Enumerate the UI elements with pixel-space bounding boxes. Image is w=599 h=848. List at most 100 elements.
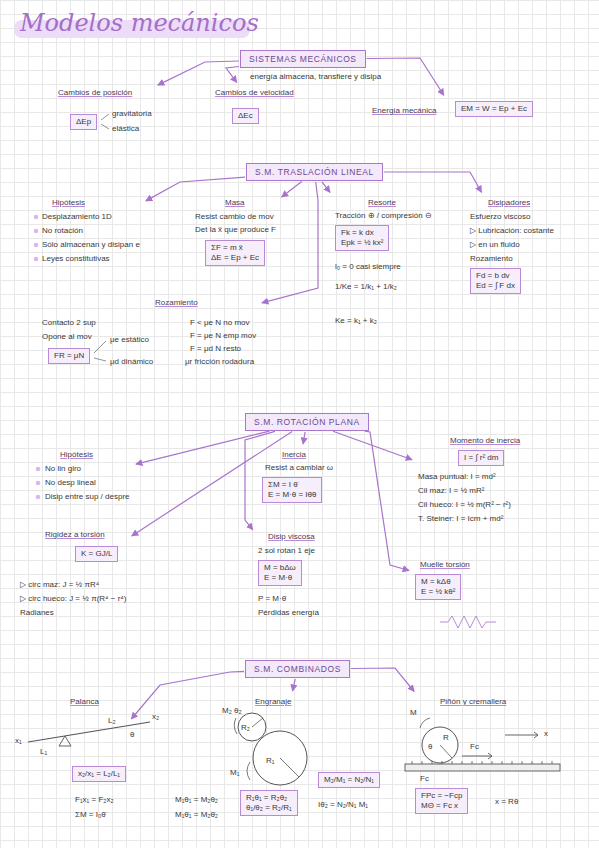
topic-group: Energía mecánica EM = W = Ep + Ec bbox=[368, 97, 537, 121]
figure-label: x₁ bbox=[15, 736, 22, 746]
figure-label: energía almacena, transfiere y disipa bbox=[250, 72, 381, 82]
connector-arrow bbox=[131, 671, 244, 719]
formula-box: Fk = k dxEpk = ½ kx² bbox=[335, 225, 389, 251]
formula-text: θ₁/θ₂ = R₂/R₁ bbox=[246, 803, 292, 813]
formula-text: ΔEc bbox=[238, 111, 253, 121]
item-text: 2 sol rotan 1 eje bbox=[258, 546, 315, 556]
branch-line bbox=[101, 114, 109, 129]
item-text: Tracción ⊕ / compresión ⊖ bbox=[335, 211, 432, 221]
spring-symbol bbox=[440, 616, 496, 628]
formula-text: E = ½ kθ² bbox=[421, 587, 455, 597]
formula-text: I = ∫ r² dm bbox=[464, 453, 498, 463]
heading-text: Masa bbox=[225, 198, 245, 208]
topic-group: HipótesisDesplazamiento 1D No rotaciónSól… bbox=[38, 194, 144, 268]
item-text: Pérdidas energía bbox=[258, 608, 319, 618]
formula-text: E = M·θ bbox=[264, 573, 296, 583]
topic-group: HipótesisNo lin giroNo desp linealDisip … bbox=[41, 446, 134, 506]
connector-arrow bbox=[322, 182, 330, 193]
item-text: Resist cambio de mov bbox=[195, 212, 274, 222]
item-text: Cil hueco: I = ½ m(R² − r²) bbox=[418, 500, 511, 510]
topic-group: MasaResist cambio de movDet la ẍ que pro… bbox=[191, 194, 280, 270]
section-title: S.M. TRASLACIÓN LINEAL bbox=[255, 167, 374, 177]
topic-group: Cambios de posicióngravitatoriaelásticaΔ… bbox=[54, 84, 156, 138]
formula-box: M = kΔθE = ½ kθ² bbox=[415, 574, 461, 600]
formula-text: ΣF = m ẍ bbox=[211, 243, 259, 253]
formula-text: Ed = ∫ F dx bbox=[476, 281, 515, 291]
heading-text: Piñón y cremallera bbox=[440, 697, 506, 707]
heading-text: Cambios de posición bbox=[58, 88, 132, 98]
topic-group: EngranajeM₁θ₁ = M₂θ₂ M₁θ̇₁ = M₂θ̇₂ Iθ̈₂ = … bbox=[171, 693, 384, 824]
topic-group: PalancaF₁x₁ = F₂x₂ΣM = I₀θ̈x₂/x₁ = L₂/L₁ bbox=[66, 693, 130, 824]
item-text: Disip entre sup / despre bbox=[45, 492, 130, 502]
figure-label: M₂ bbox=[222, 706, 232, 716]
item-text: Iθ̈₂ = N₂/N₁ M₁ bbox=[318, 800, 368, 810]
heading-text: Engranaje bbox=[255, 697, 291, 707]
formula-text: ΔE = Ep + Ec bbox=[211, 253, 259, 263]
formula-text: E = M·θ = Iθ̈θ bbox=[268, 490, 316, 500]
topic-group: Cambios de velocidadΔEc bbox=[211, 84, 298, 128]
item-text: Radianes bbox=[20, 608, 54, 618]
item-text: Contacto 2 sup bbox=[42, 318, 96, 328]
item-text: F = μe N emp mov bbox=[190, 331, 256, 341]
item-text: M₁θ̇₁ = M₂θ̇₂ bbox=[175, 810, 218, 820]
figure-label: θ₂ bbox=[234, 706, 242, 716]
formula-box: ΣM = I θ̈E = M·θ = Iθ̈θ bbox=[262, 477, 322, 503]
item-text: Sólo almacenan y disipan e bbox=[42, 240, 140, 250]
bullet-dot bbox=[34, 243, 39, 248]
heading-text: Momento de inercia bbox=[450, 436, 520, 446]
topic-group: RozamientoContacto 2 supOpone al movμe e… bbox=[38, 294, 260, 371]
page-title: Modelos mecánicos bbox=[20, 8, 259, 38]
formula-box: ΔEc bbox=[232, 108, 259, 124]
radius-line bbox=[280, 758, 299, 777]
item-text: x = Rθ bbox=[495, 797, 518, 807]
item-text: P = M·θ̇ bbox=[258, 594, 286, 604]
heading-text: Disip viscosa bbox=[268, 532, 315, 542]
item-text: l₀ = 0 casi siempre bbox=[335, 262, 401, 272]
torque-arc bbox=[247, 762, 250, 780]
formula-box: M₂/M₁ = N₂/N₁ bbox=[318, 772, 380, 788]
formula-box: Fd = b dvEd = ∫ F dx bbox=[470, 268, 521, 294]
item-text: Cil maz: I = ½ mR² bbox=[418, 486, 484, 496]
branch-line bbox=[94, 341, 106, 361]
section-box: S.M. TRASLACIÓN LINEAL bbox=[246, 163, 383, 181]
item-text: F < μe N no mov bbox=[190, 318, 250, 328]
item-text: Desplazamiento 1D bbox=[42, 212, 112, 222]
formula-box: FPc = −FcpMΘ = Fc x bbox=[415, 788, 468, 814]
item-text: μe estático bbox=[110, 335, 149, 345]
topic-group: Muelle torsión M = kΔθE = ½ kθ² bbox=[411, 556, 474, 604]
bullet-dot bbox=[36, 481, 41, 486]
item-text: No desp lineal bbox=[45, 478, 96, 488]
figure-label: R bbox=[443, 733, 449, 743]
figure-label: M₁ bbox=[230, 768, 239, 778]
formula-box: FR = μN bbox=[48, 348, 90, 364]
formula-box: I = ∫ r² dm bbox=[458, 450, 504, 466]
item-text: F₁x₁ = F₂x₂ bbox=[75, 795, 114, 805]
formula-text: R₁θ₁ = R₂θ₂ bbox=[246, 793, 292, 803]
bullet-dot bbox=[34, 215, 39, 220]
item-text: ▷ Lubricación: costante bbox=[470, 226, 554, 236]
formula-text: EM = W = Ep + Ec bbox=[461, 104, 527, 114]
heading-text: Energía mecánica bbox=[372, 106, 436, 116]
formula-text: FPc = −Fcp bbox=[421, 791, 462, 801]
item-text: No rotación bbox=[42, 226, 83, 236]
heading-text: Rozamiento bbox=[155, 298, 198, 308]
section-title: SISTEMAS MECÁNICOS bbox=[249, 54, 357, 64]
item-text: Ke = k₁ + k₂ bbox=[335, 316, 377, 326]
section-box: S.M. ROTACIÓN PLANA bbox=[245, 413, 369, 431]
formula-text: ΣM = I θ̈ bbox=[268, 480, 316, 490]
item-text: ▷ en un fluido bbox=[470, 240, 520, 250]
connector-arrow bbox=[365, 431, 409, 570]
connector-arrow bbox=[146, 177, 245, 201]
item-text: Leyes constitutivas bbox=[42, 254, 110, 264]
item-text: ΣM = I₀θ̈ bbox=[75, 810, 106, 820]
formula-box: x₂/x₁ = L₂/L₁ bbox=[72, 766, 126, 782]
figure-label: L₂ bbox=[108, 716, 116, 726]
connector-arrow bbox=[293, 679, 296, 691]
radius-line bbox=[440, 745, 452, 758]
section-title: S.M. COMBINADOS bbox=[254, 664, 341, 674]
item-text: M₁θ₁ = M₂θ₂ bbox=[175, 795, 218, 805]
item-text: ▷ circ maz: J = ½ πR⁴ bbox=[20, 580, 99, 590]
heading-text: Hipótesis bbox=[52, 198, 85, 208]
item-text: Det la ẍ que produce F bbox=[195, 225, 276, 235]
heading-text: Muelle torsión bbox=[420, 560, 470, 570]
